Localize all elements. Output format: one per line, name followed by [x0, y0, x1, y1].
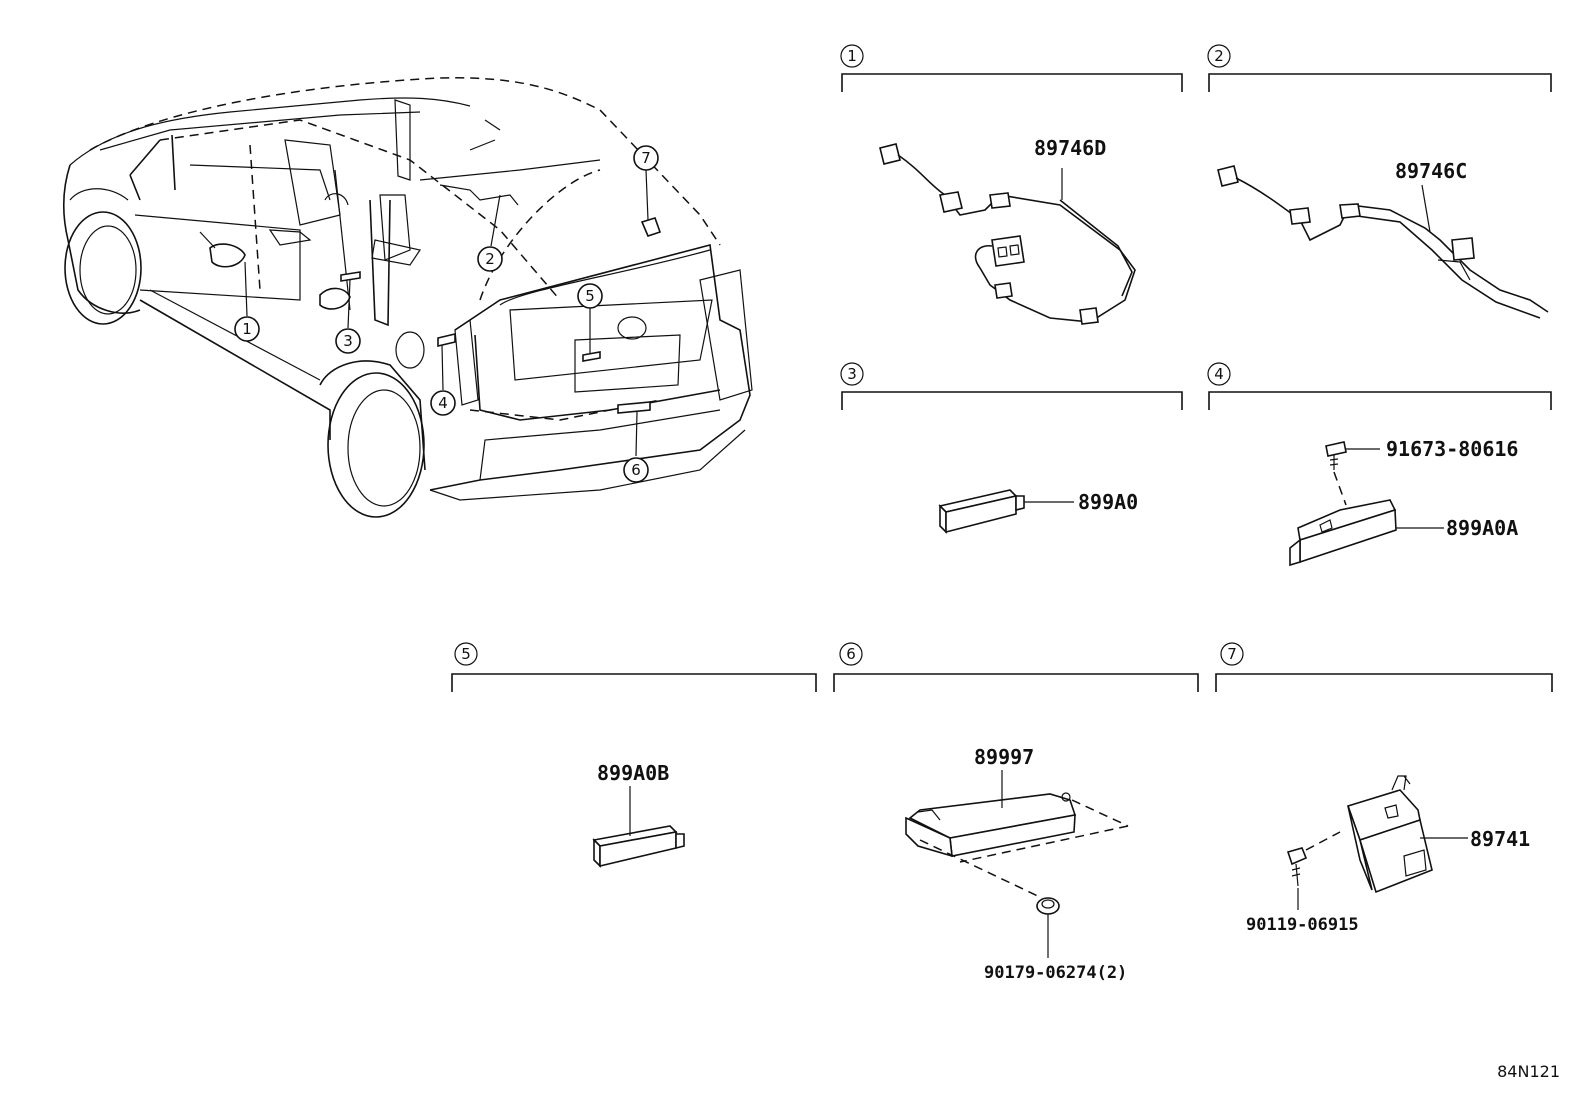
group-2: 2 89746C [1207, 44, 1552, 319]
group-3-number: 3 [847, 365, 857, 383]
part-number-90119-06915: 90119-06915 [1246, 915, 1359, 935]
svg-text:1: 1 [242, 320, 252, 338]
group-5: 5 899A0B [451, 642, 817, 868]
part-number-89746C: 89746C [1395, 159, 1467, 183]
part-number-899A0: 899A0 [1078, 490, 1138, 514]
antenna-cord-89746D [879, 143, 1136, 325]
part-number-899A0A: 899A0A [1446, 516, 1518, 540]
part-number-89997: 89997 [974, 745, 1034, 769]
part-number-89741: 89741 [1470, 827, 1530, 851]
antenna-cord-89746C [1217, 165, 1549, 319]
antenna-899A0B [592, 825, 685, 868]
group-6-number: 6 [846, 645, 856, 663]
vehicle-callout-2: 2 [477, 246, 503, 272]
group-5-bracket [451, 673, 817, 692]
group-4-number: 4 [1214, 365, 1224, 383]
svg-text:3: 3 [343, 332, 353, 350]
group-4-bracket [1208, 391, 1552, 410]
group-2-number: 2 [1214, 47, 1224, 65]
part-number-899A0B: 899A0B [597, 761, 669, 785]
svg-text:7: 7 [641, 149, 651, 167]
antenna-89997 [905, 792, 1077, 858]
svg-text:2: 2 [485, 250, 495, 268]
vehicle-callout-1: 1 [234, 316, 260, 342]
part-number-90179-06274: 90179-06274(2) [984, 963, 1127, 983]
vehicle-callout-3: 3 [335, 328, 361, 354]
group-2-bracket [1208, 73, 1552, 92]
group-7-bracket [1215, 673, 1553, 692]
diagram-code: 84N121 [1497, 1062, 1560, 1081]
vehicle-illustration: 1 2 3 4 5 6 7 [62, 77, 753, 518]
antenna-899A0A [1289, 499, 1397, 567]
part-number-89746D: 89746D [1034, 136, 1106, 160]
svg-text:5: 5 [585, 287, 595, 305]
group-1-bracket [841, 73, 1183, 92]
group-3-bracket [841, 391, 1183, 410]
antenna-amplifier-89741 [1346, 775, 1433, 894]
svg-text:6: 6 [631, 461, 641, 479]
bolt-90119-06915 [1286, 847, 1308, 887]
group-4: 4 91673-80616 899A0A [1207, 362, 1552, 567]
group-7-number: 7 [1227, 645, 1237, 663]
screw-91673-80616 [1325, 441, 1347, 470]
antenna-899A0 [938, 489, 1025, 534]
group-6: 6 89997 90179-06274(2) [833, 642, 1199, 983]
group-3: 3 899A0 [840, 362, 1183, 534]
vehicle-callout-4: 4 [430, 390, 456, 416]
group-6-bracket [833, 673, 1199, 692]
clip-90179-06274 [1036, 897, 1060, 915]
group-1-number: 1 [847, 47, 857, 65]
vehicle-callout-7: 7 [633, 145, 659, 171]
part-number-91673-80616: 91673-80616 [1386, 437, 1518, 461]
group-5-number: 5 [461, 645, 471, 663]
vehicle-callout-6: 6 [623, 457, 649, 483]
svg-text:4: 4 [438, 394, 448, 412]
group-1: 1 89746D [840, 44, 1183, 325]
vehicle-callout-5: 5 [577, 283, 603, 309]
group-7: 7 89741 90119-06915 [1215, 642, 1553, 935]
